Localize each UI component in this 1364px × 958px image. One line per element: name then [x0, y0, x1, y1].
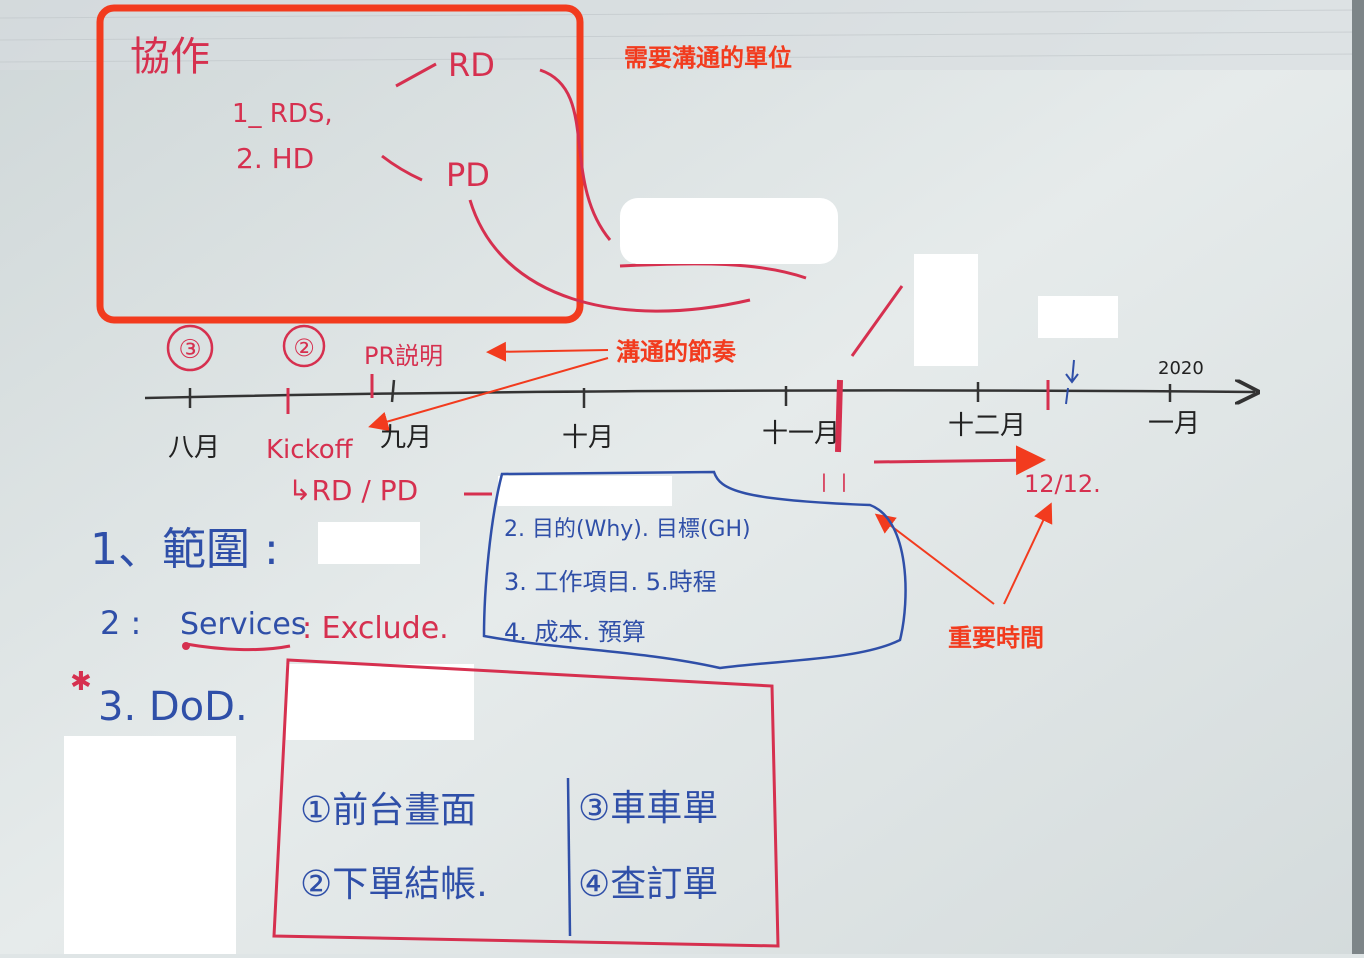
- services-underline: [185, 642, 291, 652]
- highlight-box: [96, 4, 584, 324]
- month-oct: 十月: [562, 423, 614, 453]
- redacted-block: [914, 254, 978, 366]
- rhythm-arrow-kickoff: [368, 357, 609, 432]
- nov-glyph: 丨丨: [814, 471, 854, 495]
- kickoff-sub: ↳RD / PD: [288, 474, 418, 507]
- blue-item4: 4. 成本. 預算: [504, 618, 646, 646]
- curve-arrow-rd: [539, 68, 612, 241]
- pr-note: PR説明: [364, 342, 443, 370]
- timeline-axis: [144, 390, 1255, 398]
- star-mark: ✱: [70, 667, 92, 697]
- month-sep: 九月: [380, 423, 432, 453]
- list-item2-exclude: : Exclude.: [302, 611, 449, 646]
- blue-down-arrow: [1065, 359, 1079, 384]
- list-item1: 1、範圍 :: [90, 524, 279, 575]
- collab-line1: 1_ RDS,: [232, 99, 333, 129]
- collab-title: 協作: [130, 34, 210, 80]
- month-nov: 十一月: [762, 419, 840, 449]
- annotation-important-time: 重要時間: [948, 624, 1044, 652]
- milestone-bar: [835, 379, 843, 453]
- important-arrow-nov: [874, 513, 995, 605]
- blue-item2: 2. 目的(Why). 目標(GH): [504, 517, 751, 542]
- redacted-block: [318, 522, 420, 564]
- redacted-block: [64, 736, 236, 954]
- connector-pd: [381, 154, 423, 182]
- arrow-to-nov: [850, 285, 904, 357]
- dod-divider: [566, 777, 572, 937]
- month-dec: 十二月: [948, 411, 1026, 441]
- dod-c1: ①前台畫面: [300, 790, 476, 831]
- arrow-to-1212: [873, 445, 1046, 476]
- kickoff-label: Kickoff: [266, 435, 354, 465]
- circle-marker-2: [282, 324, 326, 368]
- list-item2-services: Services: [180, 607, 307, 642]
- rhythm-arrow-pr: [486, 341, 609, 362]
- month-aug: 八月: [168, 433, 220, 463]
- timeline-ticks: [188, 379, 1172, 408]
- redacted-block: [498, 476, 672, 506]
- list-item2-prefix: 2 :: [100, 604, 141, 642]
- board-frame: [1352, 0, 1364, 954]
- connector-rd: [395, 62, 437, 88]
- list-item3: 3. DoD.: [98, 684, 248, 730]
- year-label: 2020: [1158, 358, 1204, 379]
- dod-c2: ②下單結帳.: [300, 864, 488, 905]
- underline-dot: [182, 642, 190, 650]
- redacted-block: [286, 664, 474, 740]
- dod-c4: ④查訂單: [578, 864, 718, 905]
- dod-c3: ③車車單: [578, 788, 718, 829]
- annotation-rhythm: 溝通的節奏: [616, 338, 737, 366]
- marker-2: ②: [293, 334, 315, 362]
- date-label: 12/12.: [1024, 470, 1101, 498]
- circle-marker-3: [166, 324, 214, 372]
- timeline-red-ticks: [286, 374, 1050, 414]
- target-rd: RD: [448, 46, 495, 84]
- redacted-block: [620, 198, 838, 264]
- important-arrow-1212: [1003, 502, 1053, 605]
- month-jan: 一月: [1148, 409, 1200, 439]
- reflection-grid: [0, 9, 1364, 63]
- redacted-block: [1038, 296, 1118, 338]
- dod-box: [272, 658, 780, 948]
- annotation-units: 需要溝通的單位: [624, 44, 792, 72]
- underline-note: [619, 262, 807, 280]
- blue-item3: 3. 工作項目. 5.時程: [504, 568, 717, 596]
- blue-tick: [1065, 387, 1069, 405]
- collab-line2: 2. HD: [236, 142, 314, 175]
- curve-arrow-pd: [468, 199, 751, 313]
- marker-3: ③: [178, 335, 201, 365]
- target-pd: PD: [446, 156, 490, 194]
- blue-callout-box: [482, 470, 907, 670]
